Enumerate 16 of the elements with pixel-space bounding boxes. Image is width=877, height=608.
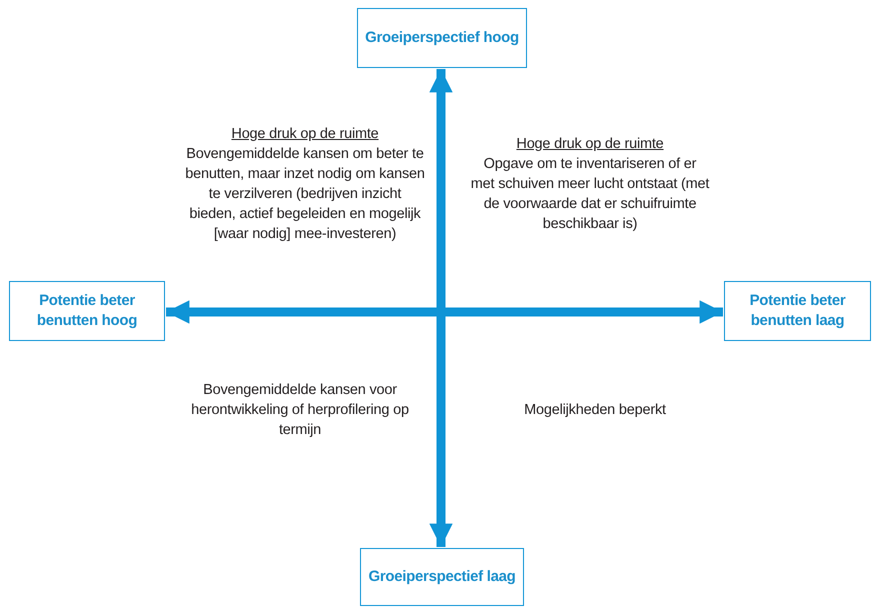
- double-arrow: [429, 69, 453, 547]
- quadrant-text: Opgave om te inventariseren of er met schuiven meer lucht ontstaat (met de voorwaarde dat er schuifruimte beschikbaar is): [470, 155, 710, 234]
- quadrant-text: Bovengemiddelde kansen om beter te benutten, maar inzet nodig om kansen te verzilveren (bedrijven inzicht bieden, actief begeleiden en mogelijk [waar nodig] mee-investeren): [185, 145, 425, 244]
- quadrant-text: Bovengemiddelde kansen voor herontwikkeling of herprofilering op termijn: [190, 381, 410, 440]
- axis-label: Groeiperspectief laag: [368, 567, 516, 587]
- axis-label: Potentie beter benutten hoog: [36, 291, 138, 331]
- axis-label-box: [724, 281, 871, 341]
- axis-label: Groeiperspectief hoog: [365, 28, 519, 48]
- quadrant-text: Mogelijkheden beperkt: [523, 401, 667, 420]
- axis-label: Potentie beter benutten laag: [748, 291, 846, 331]
- double-arrow: [166, 300, 723, 324]
- quadrant-heading: Hoge druk op de ruimte: [230, 125, 380, 144]
- quadrant-heading: Hoge druk op de ruimte: [515, 135, 665, 154]
- axis-label-box: [360, 548, 524, 606]
- axis-label-box: [357, 8, 527, 68]
- axis-label-box: [9, 281, 165, 341]
